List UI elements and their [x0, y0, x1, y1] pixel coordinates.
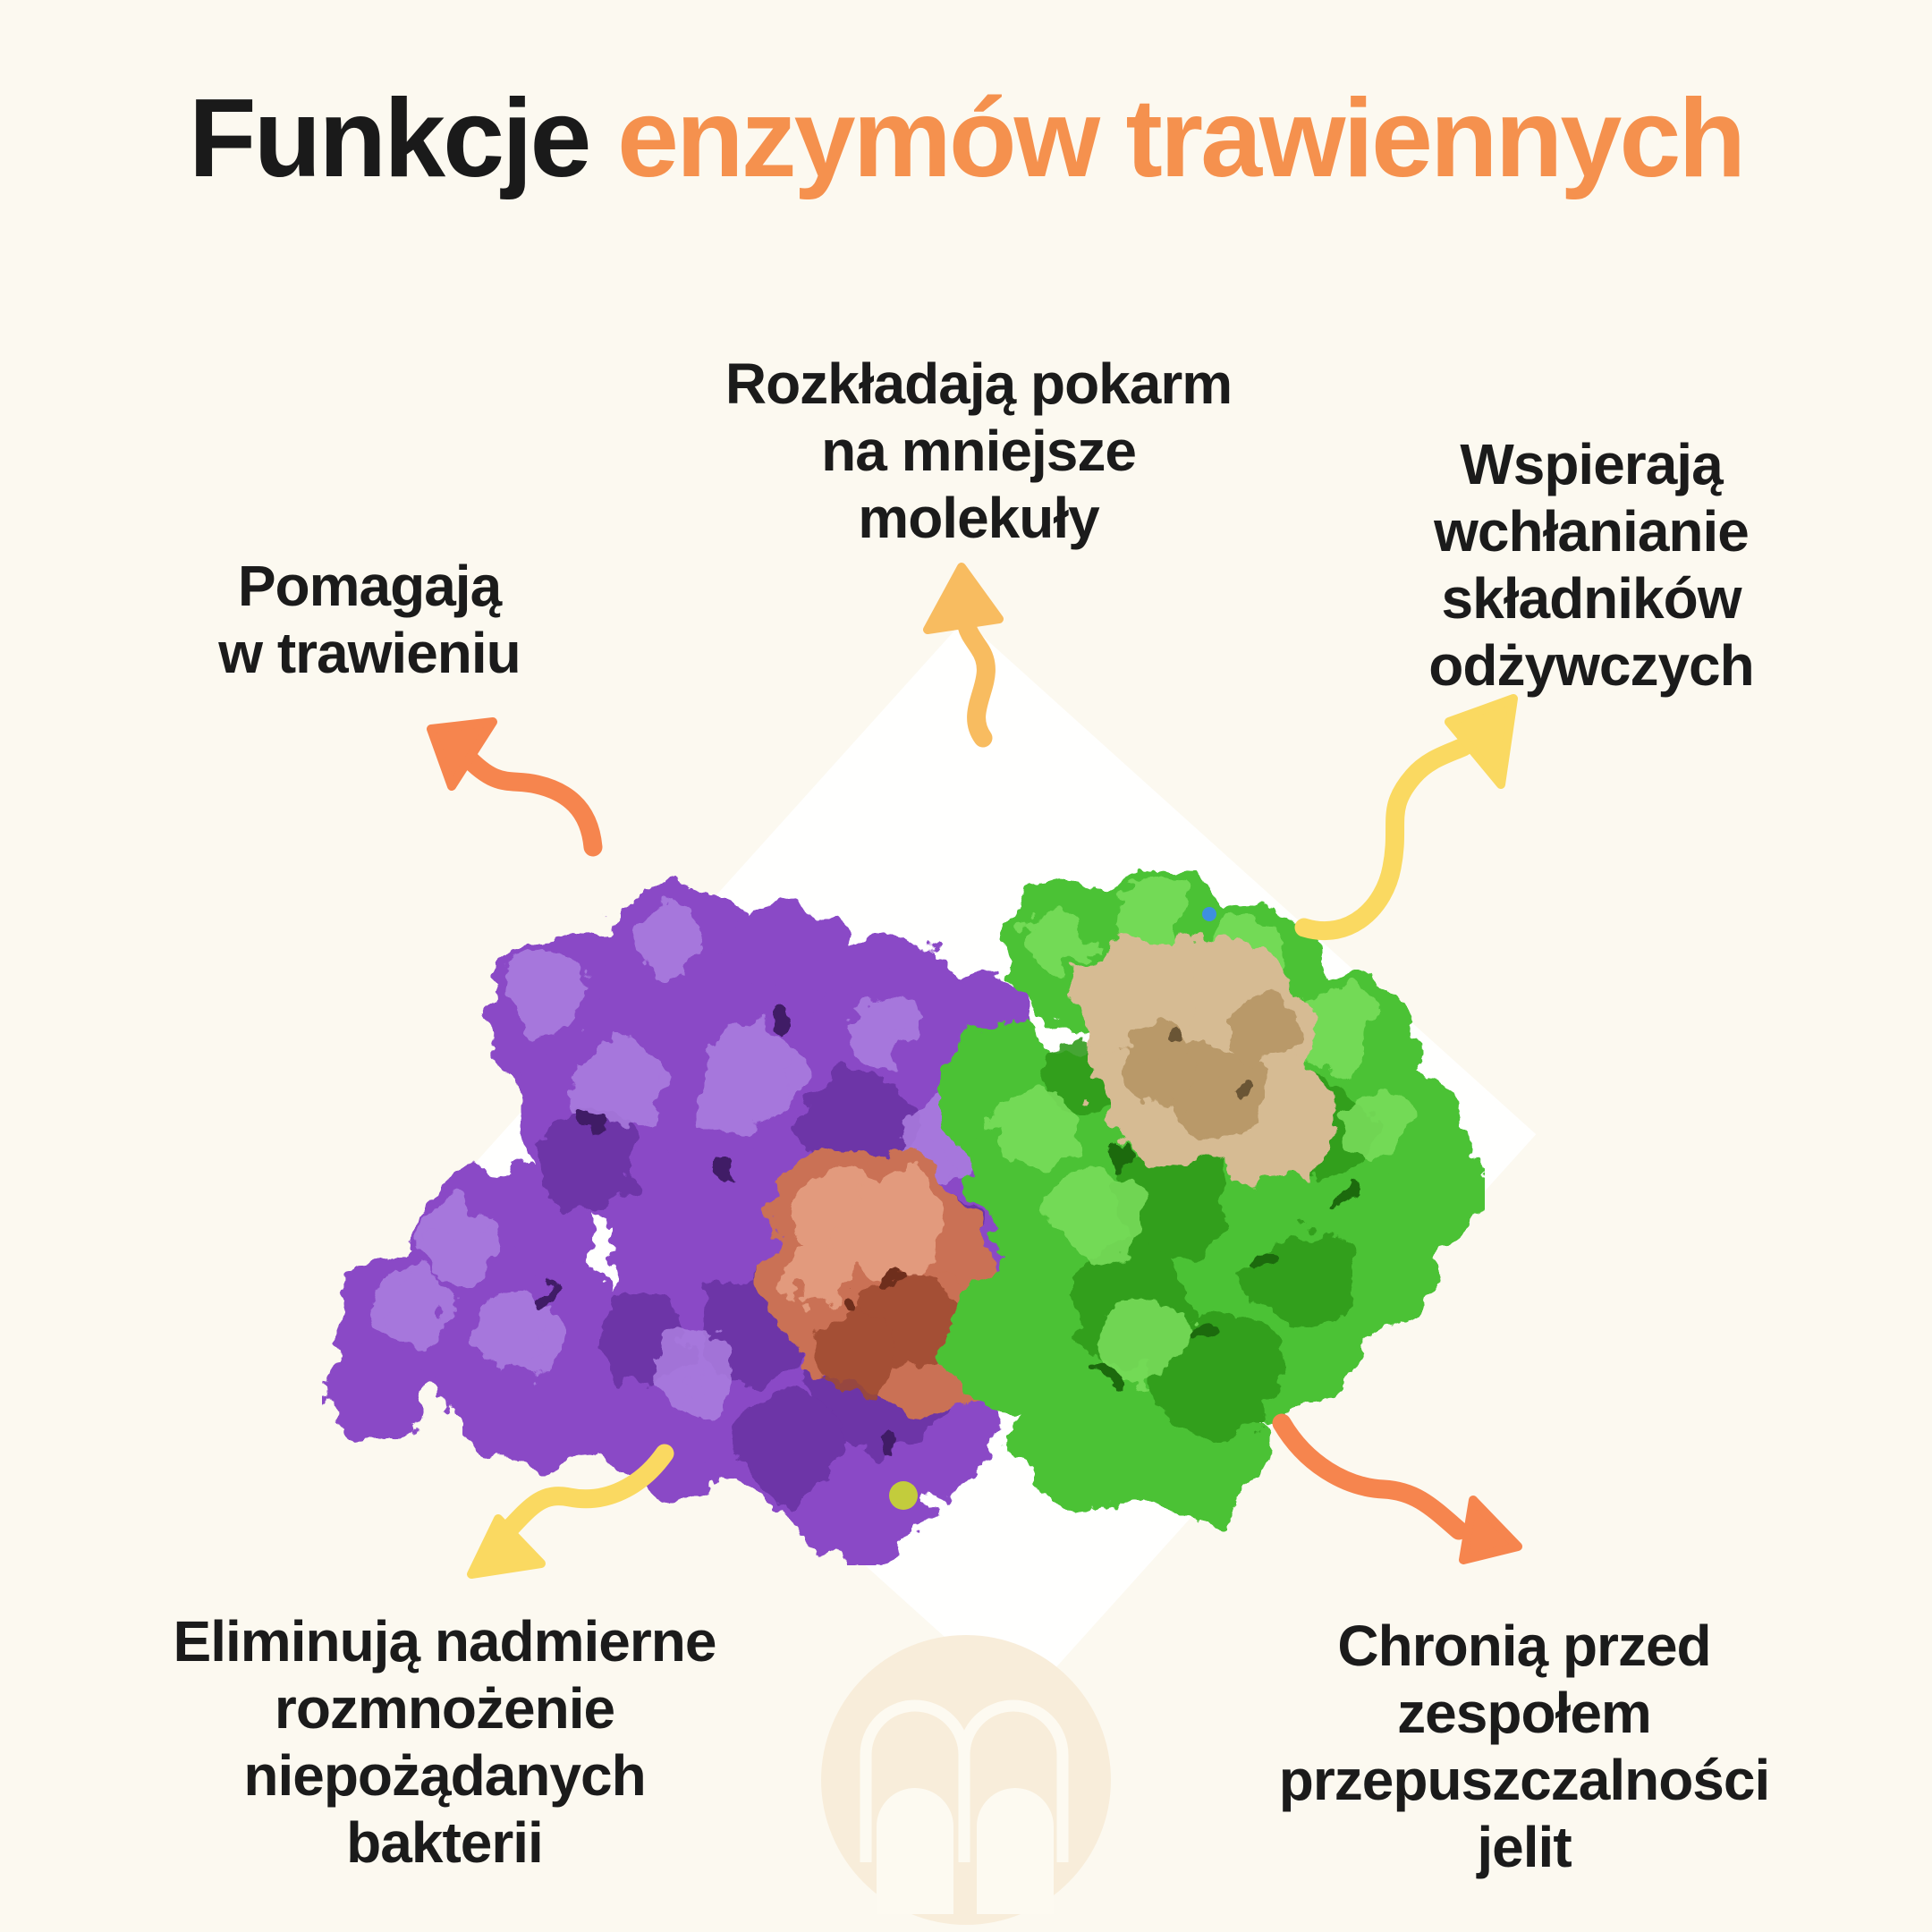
enzyme-molecule-image [322, 870, 1485, 1563]
label-protect-leaky-gut: Chronią przed zespołem przepuszczalności… [1278, 1614, 1770, 1879]
yellow-speck [889, 1481, 918, 1510]
blue-speck [1202, 907, 1216, 921]
label-help-digestion: Pomagają w trawieniu [218, 554, 521, 685]
curved-arrow-up-right-icon [1294, 694, 1518, 941]
curved-arrow-up-left-icon [427, 717, 603, 857]
page-title-black: Funkcje [188, 77, 592, 200]
label-support-absorption: Wspierają wchłanianie składników odżywcz… [1428, 432, 1754, 698]
page-title-orange: enzymów trawiennych [589, 77, 1746, 200]
label-break-down-food: Rozkładają pokarm na mniejsze molekuły [724, 352, 1233, 550]
label-eliminate-bacteria: Eliminują nadmierne rozmnożenie niepożąd… [173, 1609, 717, 1875]
curved-arrow-up-icon [923, 563, 1004, 748]
tan-enzyme-blob [1078, 935, 1337, 1185]
curved-arrow-down-right-icon [1272, 1413, 1522, 1564]
page-title: Funkcje enzymów trawiennych [0, 75, 1932, 203]
curved-arrow-down-left-icon [467, 1444, 674, 1579]
arch-logo-watermark-icon [821, 1635, 1111, 1925]
